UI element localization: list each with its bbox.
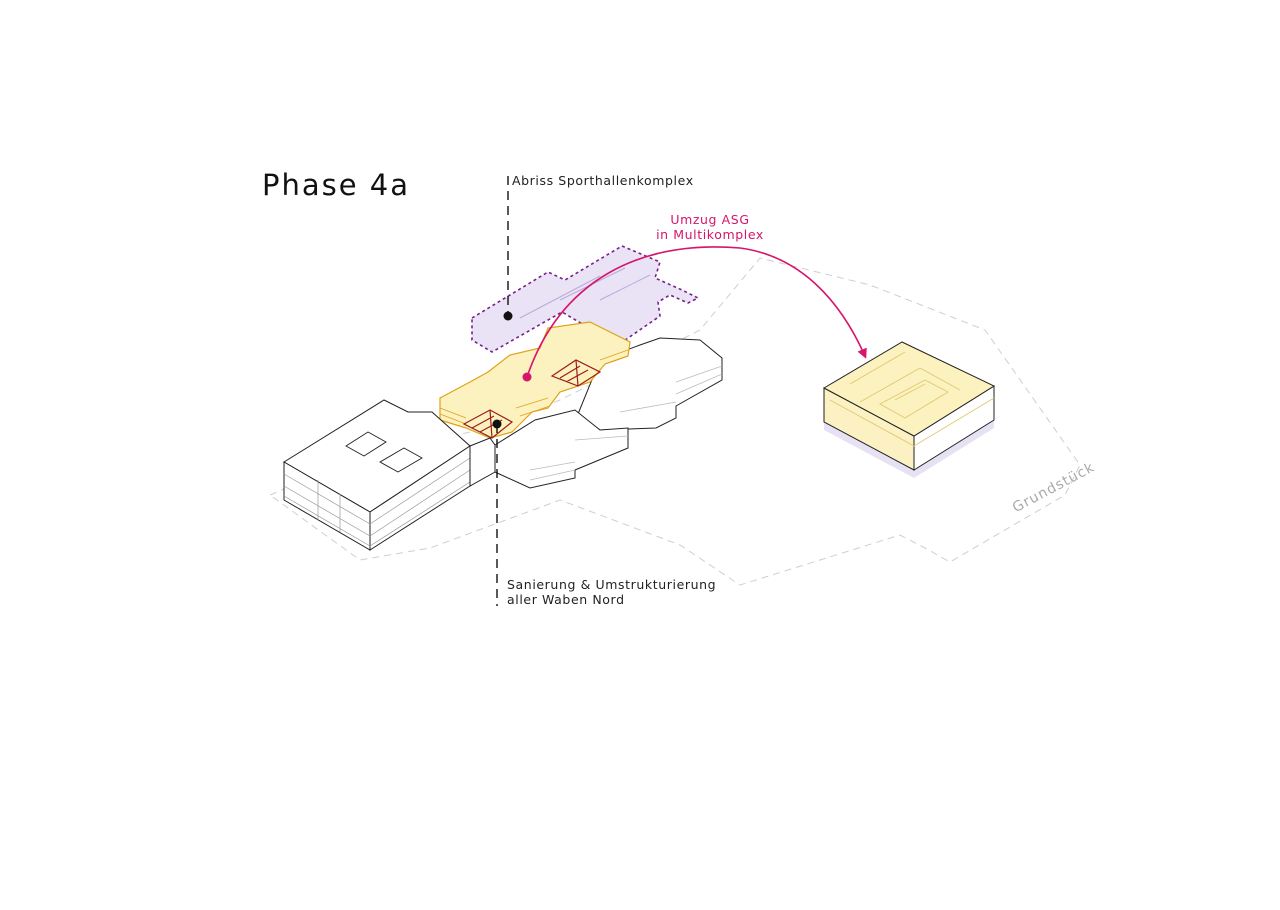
label-renovation: Sanierung & Umstrukturierung aller Waben… bbox=[507, 577, 716, 607]
connector-wing bbox=[469, 437, 496, 487]
label-demolition: Abriss Sporthallenkomplex bbox=[512, 173, 694, 188]
existing-block-courtyard-2 bbox=[379, 447, 423, 473]
site-boundary bbox=[269, 257, 1081, 586]
label-move: Umzug ASG in Multikomplex bbox=[640, 212, 780, 242]
leader-dot-demolition bbox=[503, 311, 513, 321]
waben-north-wing-right-floors bbox=[619, 365, 723, 413]
stair-core-2 bbox=[462, 409, 514, 439]
label-renovation-line2: aller Waben Nord bbox=[507, 592, 625, 607]
stair-core-1 bbox=[550, 359, 602, 387]
label-move-line1: Umzug ASG bbox=[670, 212, 750, 227]
multicomplex-inner-volumes bbox=[829, 351, 995, 447]
waben-north-wing-lower-floors bbox=[529, 435, 629, 481]
page-title: Phase 4a bbox=[262, 168, 411, 202]
move-origin-dot bbox=[522, 372, 532, 382]
demolition-area bbox=[471, 245, 700, 353]
leader-dot-renovation bbox=[492, 419, 502, 429]
waben-north-wing-lower bbox=[494, 409, 629, 489]
move-arrow bbox=[526, 246, 867, 378]
existing-block-floor-lines bbox=[283, 457, 471, 547]
label-move-line2: in Multikomplex bbox=[656, 227, 764, 242]
existing-block-courtyard-1 bbox=[345, 431, 387, 457]
multicomplex-base bbox=[824, 420, 994, 478]
label-renovation-line1: Sanierung & Umstrukturierung bbox=[507, 577, 717, 592]
renovation-floor-lines bbox=[439, 349, 629, 425]
